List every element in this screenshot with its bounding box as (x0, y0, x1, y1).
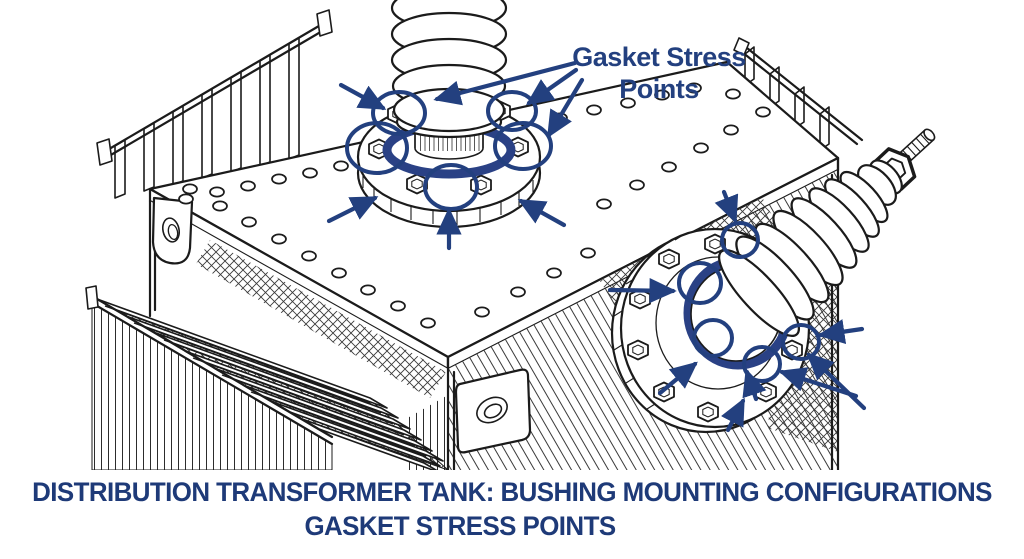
caption-title: DISTRIBUTION TRANSFORMER TANK: BUSHING M… (32, 477, 992, 507)
transformer-diagram-canvas: Gasket Stress Points (85, 0, 936, 470)
caption-subtitle: GASKET STRESS POINTS (304, 511, 616, 541)
radiator-top-left (96, 9, 333, 199)
side-bushing (718, 128, 936, 337)
stress-circles-top (345, 90, 553, 211)
flange-rim-hatch (613, 234, 684, 410)
caption: DISTRIBUTION TRANSFORMER TANK: BUSHING M… (0, 477, 1024, 542)
gasket-stress-label-line1: Gasket Stress (572, 42, 746, 72)
top-bushing (390, 0, 508, 160)
annotation-arrows (326, 60, 867, 433)
gasket-stress-label: Gasket Stress Points (572, 42, 746, 104)
radiator-left-bank (85, 285, 449, 470)
radiator-top-right (733, 37, 864, 151)
lifting-lug-right (454, 368, 532, 454)
lifting-lug-left (151, 196, 194, 265)
gasket-stress-label-line2: Points (619, 74, 699, 104)
